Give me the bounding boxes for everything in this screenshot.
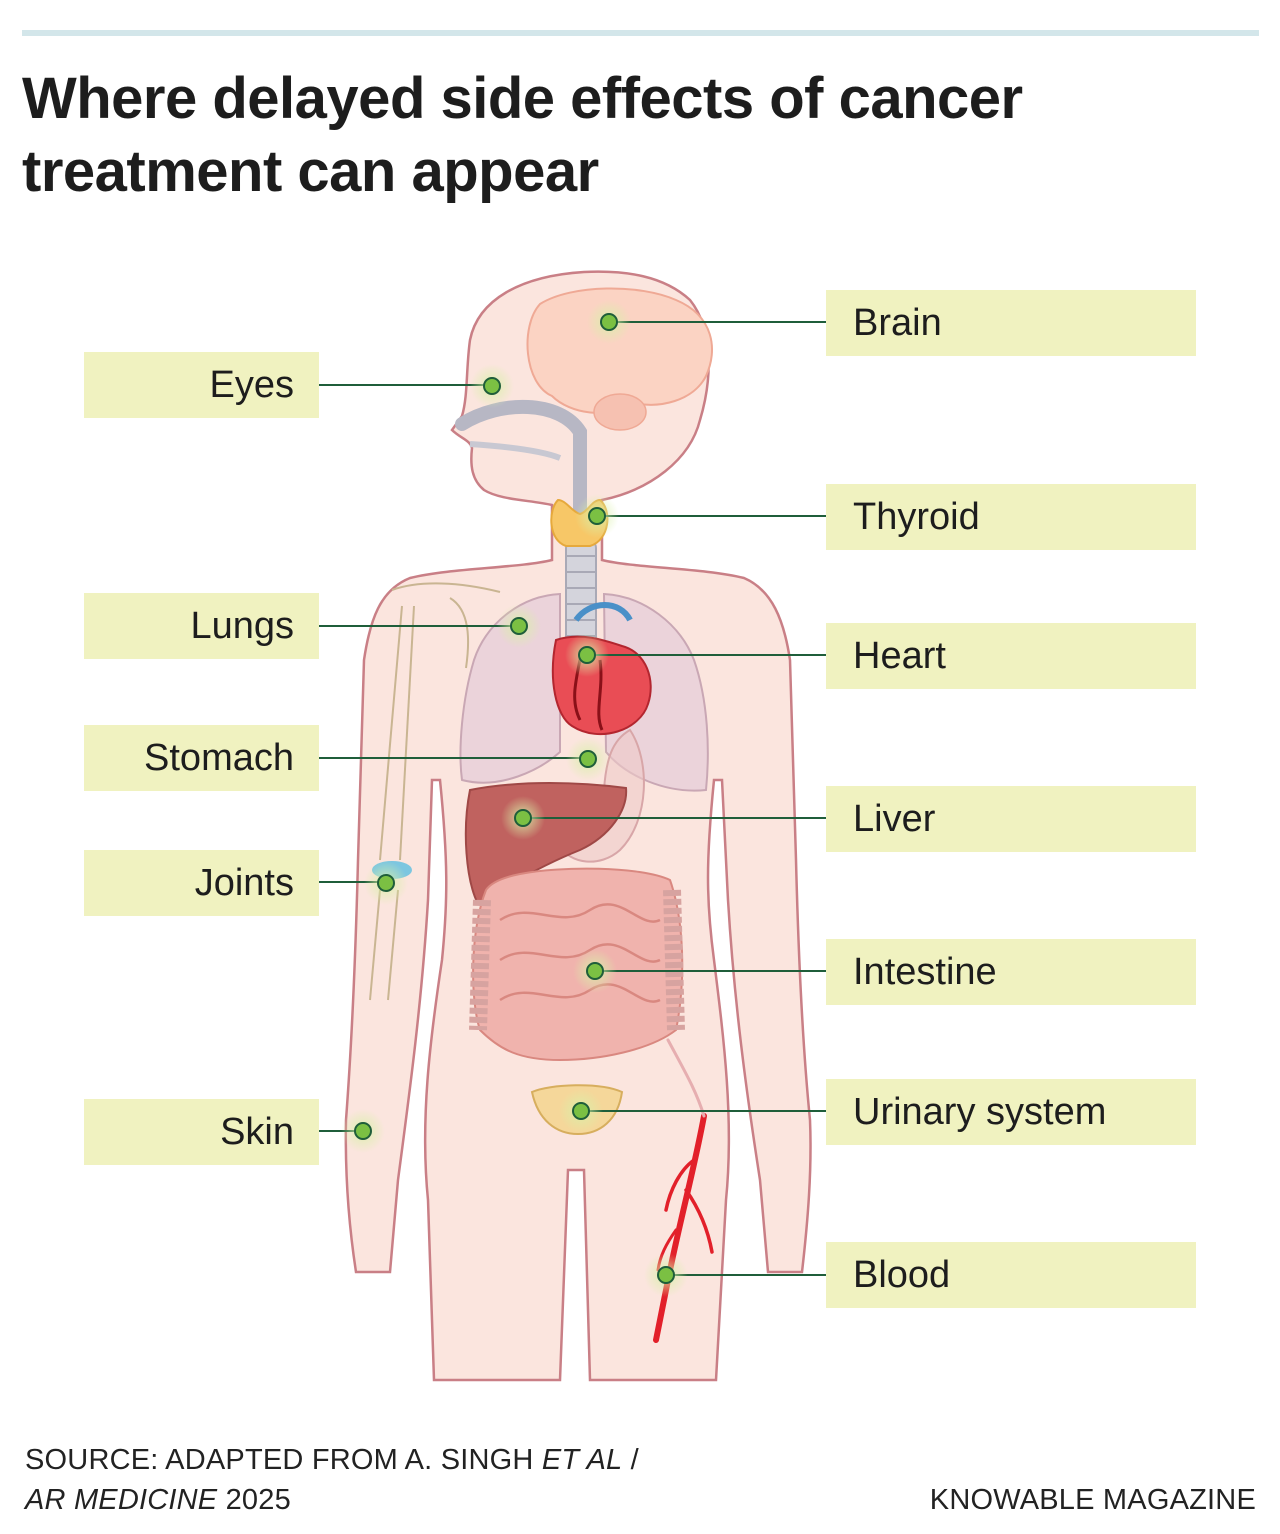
label-blood: Blood: [826, 1242, 1196, 1308]
label-eyes: Eyes: [84, 352, 319, 418]
dot-intestine: [573, 949, 617, 993]
dot-thyroid: [575, 494, 619, 538]
marker-dots: [341, 300, 688, 1297]
label-heart: Heart: [826, 623, 1196, 689]
dot-heart: [565, 633, 609, 677]
dot-brain: [587, 300, 631, 344]
dot-lungs: [497, 604, 541, 648]
label-lungs: Lungs: [84, 593, 319, 659]
dot-skin: [341, 1109, 385, 1153]
dot-stomach: [566, 737, 610, 781]
label-thyroid: Thyroid: [826, 484, 1196, 550]
credit-label: KNOWABLE MAGAZINE: [929, 1484, 1256, 1516]
dot-urinary: [559, 1089, 603, 1133]
source-et-al: ET AL: [541, 1444, 623, 1476]
label-liver: Liver: [826, 786, 1196, 852]
source-separator: /: [622, 1444, 639, 1476]
leader-lines: [318, 321, 826, 1276]
dot-liver: [501, 796, 545, 840]
dot-blood: [644, 1253, 688, 1297]
label-brain: Brain: [826, 290, 1196, 356]
top-rule: [22, 30, 1259, 36]
source-prefix: SOURCE: ADAPTED FROM A. SINGH: [25, 1444, 542, 1476]
label-stomach: Stomach: [84, 725, 319, 791]
dot-joints: [364, 861, 408, 905]
label-intestine: Intestine: [826, 939, 1196, 1005]
source-note: SOURCE: ADAPTED FROM A. SINGH ET AL / AR…: [25, 1440, 639, 1520]
page-title: Where delayed side effects of cancer tre…: [22, 66, 1023, 204]
source-journal: AR MEDICINE: [25, 1484, 218, 1516]
label-urinary-system: Urinary system: [826, 1079, 1196, 1145]
dot-eyes: [470, 364, 514, 408]
label-skin: Skin: [84, 1099, 319, 1165]
label-joints: Joints: [84, 850, 319, 916]
source-year: 2025: [217, 1484, 291, 1516]
brain-icon: [526, 287, 713, 431]
